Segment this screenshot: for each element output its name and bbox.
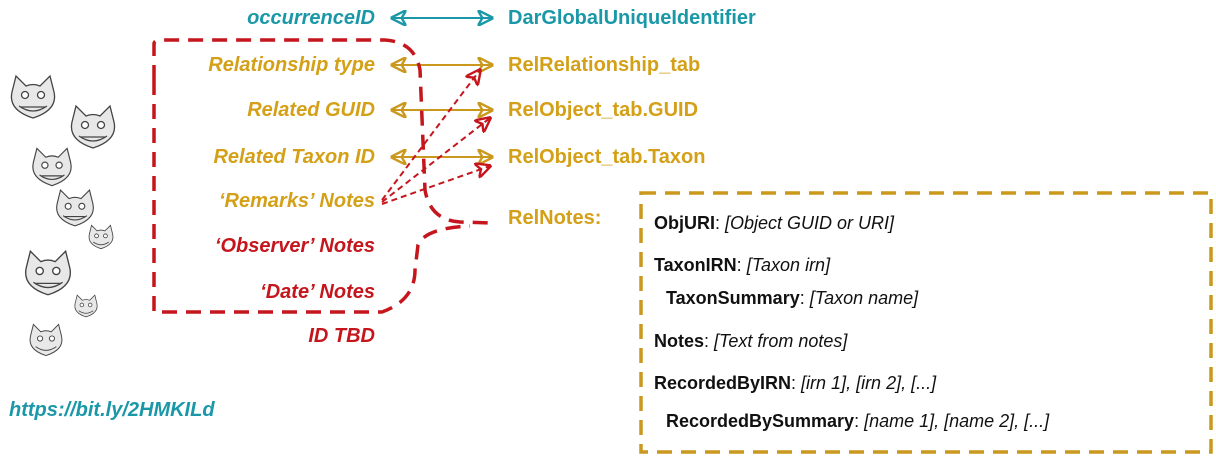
arrow-remarks-1 [381, 70, 480, 201]
related-taxon-id-label: Related Taxon ID [213, 146, 375, 168]
notes-line: Notes: [Text from notes] [654, 331, 848, 351]
notes-outline-lower [152, 80, 471, 314]
cheshire-cat-icon [26, 320, 66, 365]
remarks-notes-label: ‘Remarks’ Notes [219, 190, 375, 212]
occurrence-id-label: occurrenceID [247, 7, 375, 29]
dar-guid-label: DarGlobalUniqueIdentifier [508, 7, 756, 29]
cheshire-cat-icon [66, 100, 120, 159]
observer-notes-label: ‘Observer’ Notes [214, 235, 375, 257]
relationship-type-label: Relationship type [208, 54, 375, 76]
rel-relationship-label: RelRelationship_tab [508, 54, 701, 76]
rel-notes-label: RelNotes: [508, 207, 602, 229]
id-tbd-label: ID TBD [308, 325, 375, 347]
obj-uri-line: ObjURI: [Object GUID or URI] [654, 213, 895, 233]
cheshire-cat-icon [28, 143, 76, 196]
taxon-irn-line: TaxonIRN: [Taxon irn] [654, 255, 831, 275]
recorded-by-summary-line: RecordedBySummary: [name 1], [name 2], [… [666, 411, 1050, 431]
rel-object-taxon-label: RelObject_tab.Taxon [508, 146, 706, 168]
cheshire-cat-icon [86, 222, 116, 257]
arrow-remarks-2 [381, 118, 490, 203]
rel-object-guid-label: RelObject_tab.GUID [508, 99, 699, 121]
arrow-remarks-3 [381, 166, 490, 205]
date-notes-label: ‘Date’ Notes [260, 281, 375, 303]
cheshire-cat-icon [72, 292, 100, 325]
cheshire-cat-icon [6, 70, 60, 129]
short-url-link[interactable]: https://bit.ly/2HMKILd [9, 399, 215, 421]
related-guid-label: Related GUID [247, 99, 375, 121]
cheshire-cat-icon [52, 185, 98, 236]
cheshire-cat-icon [20, 245, 76, 306]
taxon-summary-line: TaxonSummary: [Taxon name] [666, 288, 919, 308]
recorded-by-irn-line: RecordedByIRN: [irn 1], [irn 2], [...] [654, 373, 937, 393]
notes-outline [152, 38, 495, 225]
rel-notes-box [639, 191, 1213, 454]
